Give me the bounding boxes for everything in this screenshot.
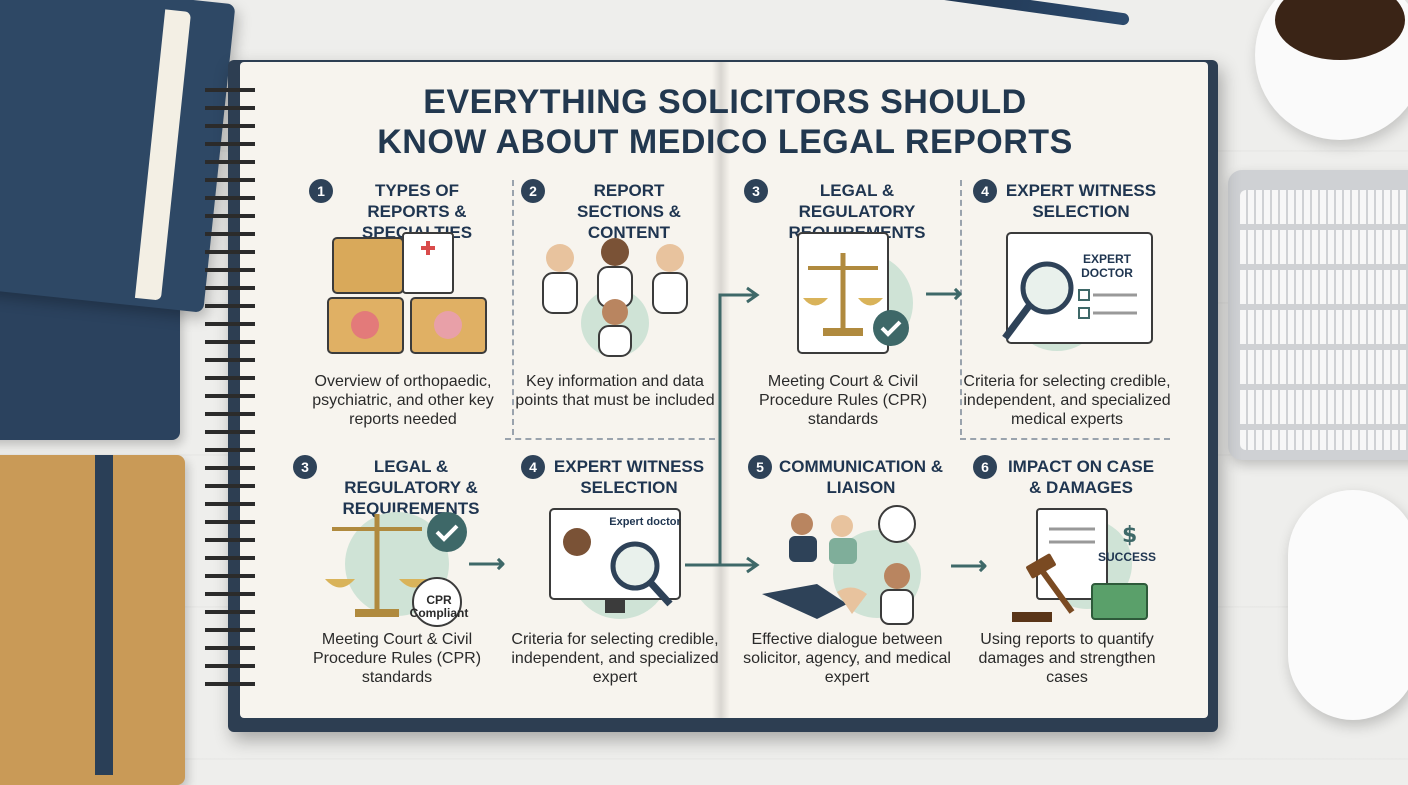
- section-3: 3 LEGAL & REGULATORY REQUIREMENTS Meetin…: [738, 179, 948, 428]
- section-description: Overview of orthopaedic, psychiatric, an…: [312, 373, 494, 428]
- section-heading: 4 EXPERT WITNESS SELECTION: [962, 179, 1172, 222]
- notebook-band: [95, 455, 113, 775]
- title-line-1: EVERYTHING SOLICITORS SHOULD: [423, 83, 1027, 121]
- divider: [960, 180, 962, 435]
- expert-profile-icon: [1002, 232, 1153, 351]
- mouse-prop: [1288, 490, 1408, 720]
- pen-prop: [930, 0, 1130, 26]
- notebook-prop: [0, 0, 236, 313]
- handshake-icon: [762, 505, 921, 625]
- doctors-icon: [542, 238, 688, 357]
- scales-check-icon: [325, 512, 467, 627]
- title-line-2: KNOW ABOUT MEDICO LEGAL REPORTS: [377, 123, 1073, 161]
- tan-notebook-prop: [0, 455, 185, 785]
- section-6: 6 IMPACT ON CASE & DAMAGES $ SUCCESS Usi…: [962, 455, 1172, 686]
- section-number: 4: [521, 455, 545, 479]
- section-heading: 2 REPORT SECTIONS & CONTENT: [510, 179, 720, 243]
- monitor-search-icon: [549, 508, 681, 619]
- spiral-rings: [205, 80, 255, 700]
- divider: [512, 180, 514, 435]
- section-description: Key information and data points that mus…: [515, 373, 715, 409]
- section-5: 5 COMMUNICATION & LIAISON Effective dial…: [742, 455, 952, 686]
- section-heading: 4 EXPERT WITNESS SELECTION: [510, 455, 720, 498]
- expert-badge-label: EXPERT DOCTOR: [1081, 252, 1133, 280]
- folders-icon: [327, 232, 487, 354]
- keyboard-keys: [1240, 190, 1408, 450]
- success-label: SUCCESS: [1097, 550, 1156, 564]
- page-title: EVERYTHING SOLICITORS SHOULD KNOW ABOUT …: [250, 82, 1200, 162]
- gavel-money-icon: $: [1012, 508, 1148, 622]
- section-heading: 6 IMPACT ON CASE & DAMAGES: [962, 455, 1172, 498]
- svg-text:$: $: [1122, 523, 1137, 548]
- cpr-badge-label: CPR Compliant: [409, 593, 469, 620]
- section-number: 1: [309, 179, 333, 203]
- section-heading: 5 COMMUNICATION & LIAISON: [742, 455, 952, 498]
- expert-doctor-label: Expert doctor: [609, 516, 681, 528]
- section-description: Meeting Court & Civil Procedure Rules (C…: [312, 631, 482, 686]
- section-4-repeat: 4 EXPERT WITNESS SELECTION Expert doctor…: [510, 455, 720, 686]
- section-2: 2 REPORT SECTIONS & CONTENT Key informat…: [510, 179, 720, 409]
- arrow-right-icon: ⟶: [468, 548, 506, 578]
- connector-arrow-icon: [685, 286, 760, 574]
- section-number: 5: [748, 455, 772, 479]
- divider: [505, 438, 715, 440]
- section-1: 1 TYPES OF REPORTS & SPECIALTIES Overvie…: [298, 179, 508, 428]
- section-4: 4 EXPERT WITNESS SELECTION EXPERT DOCTOR…: [962, 179, 1172, 428]
- section-number: 4: [973, 179, 997, 203]
- section-description: Meeting Court & Civil Procedure Rules (C…: [758, 373, 928, 428]
- section-number: 2: [521, 179, 545, 203]
- section-3-repeat: 3 LEGAL & REGULATORY & REQUIREMENTS CPR …: [292, 455, 502, 686]
- section-description: Criteria for selecting credible, indepen…: [963, 373, 1171, 428]
- section-number: 3: [293, 455, 317, 479]
- section-number: 6: [973, 455, 997, 479]
- divider: [960, 438, 1170, 440]
- section-description: Criteria for selecting credible, indepen…: [511, 631, 719, 686]
- arrow-right-icon: ⟶: [925, 278, 963, 308]
- arrow-right-icon: ⟶: [950, 550, 988, 580]
- section-description: Using reports to quantify damages and st…: [978, 631, 1156, 686]
- scales-caduceus-icon: [797, 232, 913, 354]
- section-description: Effective dialogue between solicitor, ag…: [743, 631, 951, 686]
- section-number: 3: [744, 179, 768, 203]
